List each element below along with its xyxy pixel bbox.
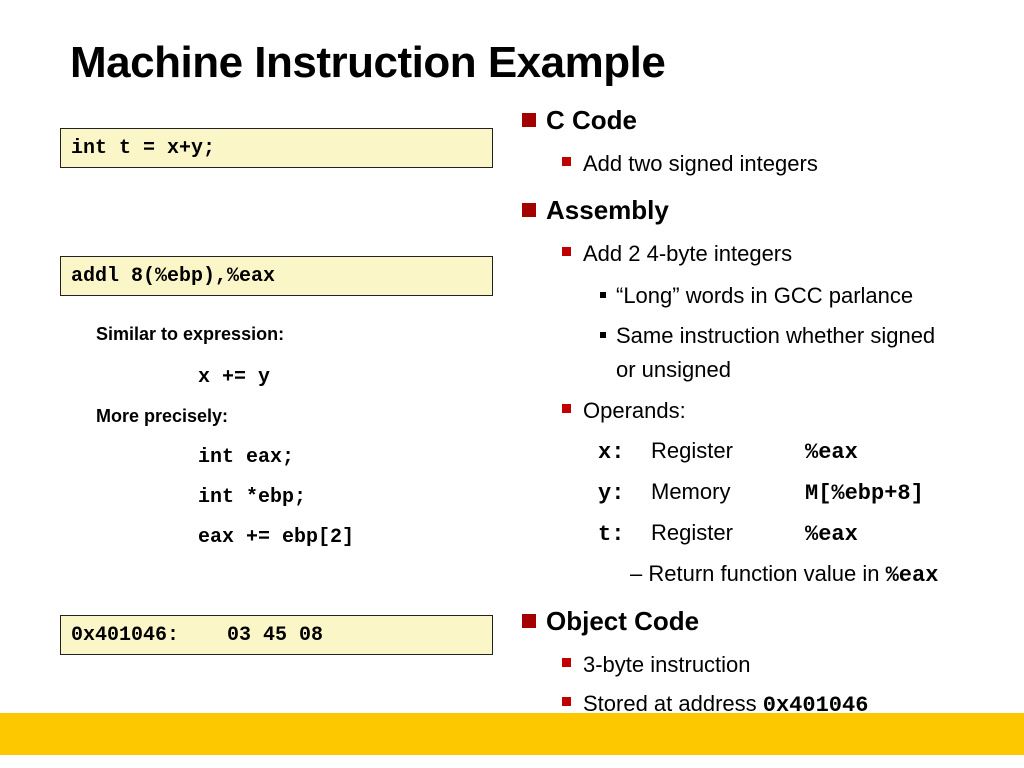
return-note: – Return function value in %eax [630, 561, 939, 588]
operands-item: Operands: [562, 398, 686, 424]
operand-location: %eax [805, 440, 858, 465]
assembly-subitem: Same instruction whether signed [600, 323, 935, 349]
slide-title: Machine Instruction Example [70, 38, 666, 87]
square-bullet-icon [522, 614, 536, 628]
c-code-box: int t = x+y; [60, 128, 493, 168]
assembly-heading: Assembly [522, 195, 669, 226]
object-code-box: 0x401046: 03 45 08 [60, 615, 493, 655]
square-bullet-icon [562, 247, 571, 256]
assembly-subitem-continuation: or unsigned [616, 357, 731, 382]
c-code-heading: C Code [522, 105, 637, 136]
operand-location: M[%ebp+8] [805, 481, 924, 506]
operand-kind: Memory [651, 479, 731, 504]
similar-expression: x += y [198, 366, 271, 389]
square-bullet-icon [522, 113, 536, 127]
precise-line: eax += ebp[2] [198, 526, 355, 549]
precise-line: int eax; [198, 446, 295, 469]
similar-label: Similar to expression: [96, 324, 285, 344]
square-bullet-icon [562, 157, 571, 166]
object-code-item: 3-byte instruction [562, 652, 751, 678]
operand-var: t: [598, 522, 625, 547]
assembly-code-box: addl 8(%ebp),%eax [60, 256, 493, 296]
operand-var: x: [598, 440, 625, 465]
square-bullet-icon [562, 697, 571, 706]
assembly-subitem: “Long” words in GCC parlance [600, 283, 913, 309]
c-code-item: Add two signed integers [562, 151, 818, 177]
operand-kind: Register [651, 438, 733, 463]
small-square-bullet-icon [600, 332, 606, 338]
footer-bar [0, 713, 1024, 755]
precise-label: More precisely: [96, 406, 229, 426]
return-register: %eax [885, 563, 939, 588]
object-code-heading: Object Code [522, 606, 699, 637]
square-bullet-icon [562, 404, 571, 413]
operand-kind: Register [651, 520, 733, 545]
assembly-item: Add 2 4-byte integers [562, 241, 792, 267]
square-bullet-icon [522, 203, 536, 217]
operand-var: y: [598, 481, 625, 506]
operand-location: %eax [805, 522, 858, 547]
square-bullet-icon [562, 658, 571, 667]
small-square-bullet-icon [600, 292, 606, 298]
precise-line: int *ebp; [198, 486, 307, 509]
